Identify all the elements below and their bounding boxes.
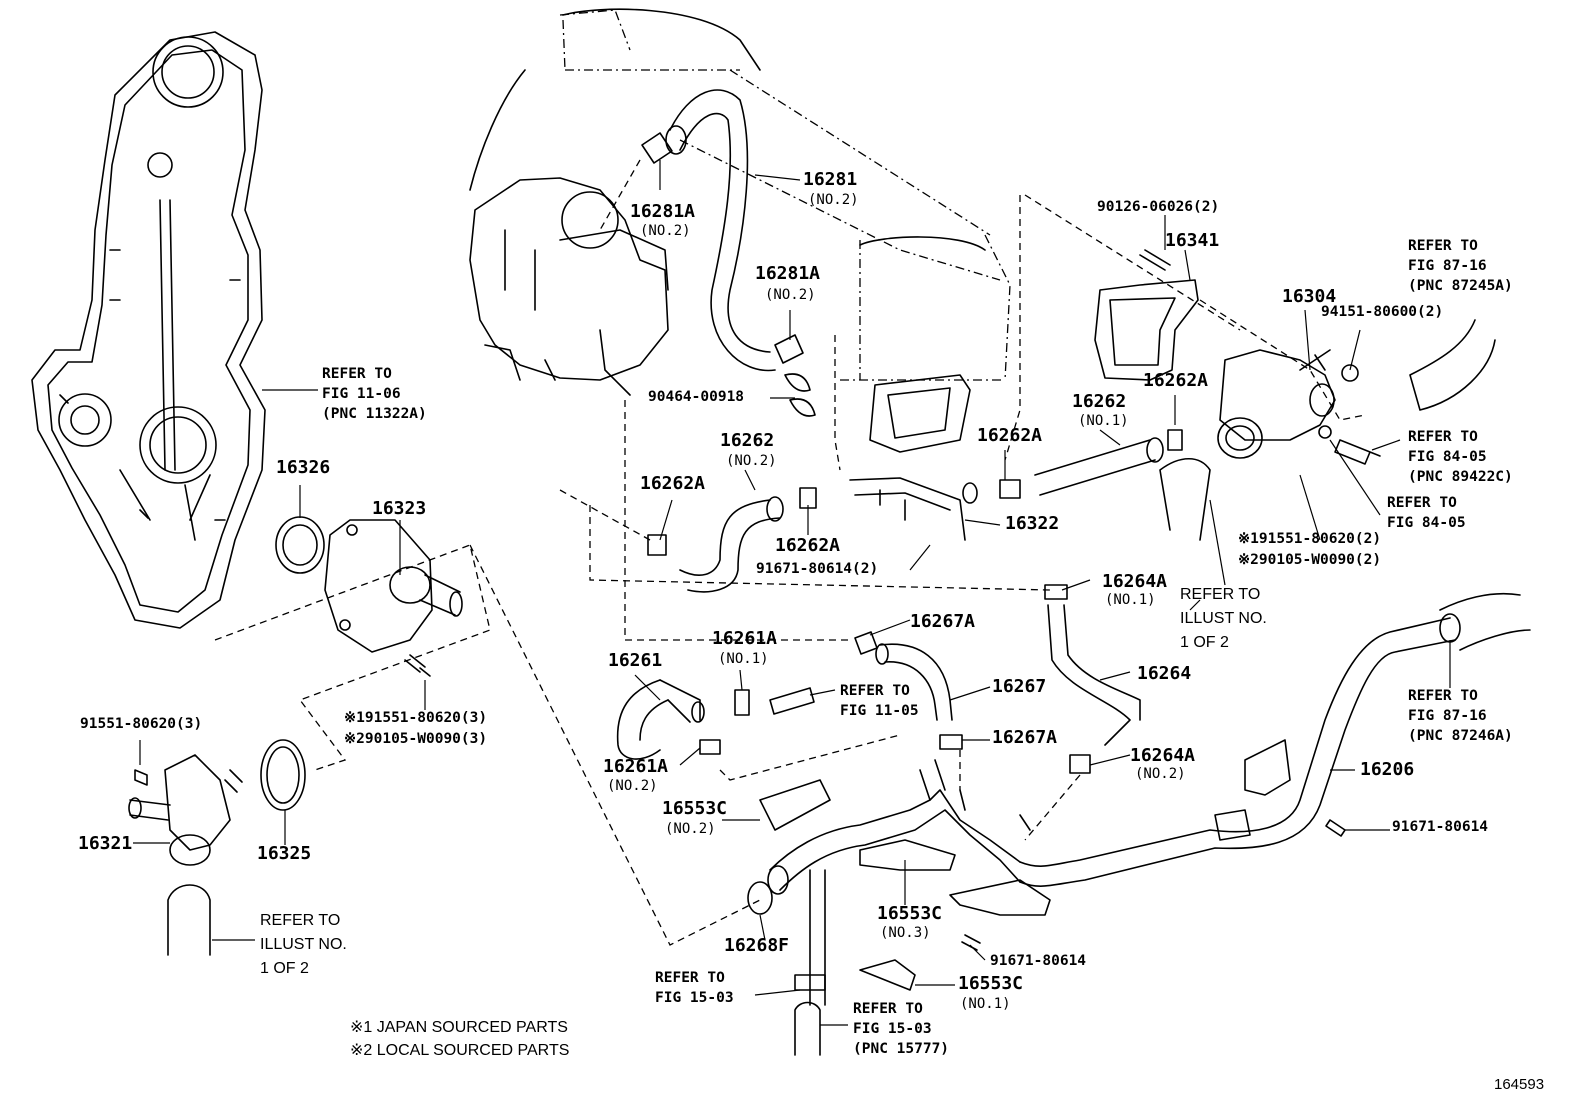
- hose-refer-8716b: [1439, 592, 1531, 651]
- label-16262-no2: 16262: [720, 430, 775, 451]
- label-16341: 16341: [1165, 230, 1220, 251]
- note-japan-sourced: ※1 JAPAN SOURCED PARTS: [350, 1019, 568, 1036]
- label-16261A-a-sub: (NO.1): [718, 651, 769, 667]
- label-16264A-b: 16264A: [1130, 745, 1196, 766]
- label-16264A-a: 16264A: [1102, 571, 1168, 592]
- outlet-16321: [128, 754, 243, 866]
- label-16267A-b: 16267A: [992, 727, 1058, 748]
- label-16304: 16304: [1282, 286, 1337, 307]
- label-16553C-no2: 16553C: [662, 798, 728, 819]
- label-16262A-c: 16262A: [977, 425, 1043, 446]
- label-16553C-no1: 16553C: [958, 973, 1024, 994]
- label-16264: 16264: [1137, 663, 1192, 684]
- label-16553C-no2-sub: (NO.2): [665, 821, 716, 837]
- label-90464-00918: 90464-00918: [648, 389, 745, 405]
- label-16206: 16206: [1360, 759, 1415, 780]
- label-91671-80614-2: 91671-80614(2): [756, 561, 879, 577]
- label-ast1-91551-80620-3: ※191551-80620(3): [344, 710, 488, 726]
- label-16281-sub: (NO.2): [808, 192, 859, 208]
- label-16281A-a-sub: (NO.2): [640, 223, 691, 239]
- label-16322: 16322: [1005, 513, 1060, 534]
- clamps-16281A: [641, 132, 816, 417]
- label-16281A-b: 16281A: [755, 263, 821, 284]
- label-16325: 16325: [257, 843, 312, 864]
- hose-16261: [616, 679, 815, 760]
- hose-refer-8716a: [1409, 319, 1496, 411]
- label-16326: 16326: [276, 457, 331, 478]
- label-16267: 16267: [992, 676, 1047, 697]
- label-16262A-a: 16262A: [640, 473, 706, 494]
- pipe-refer-left: [167, 884, 211, 956]
- hose-refer-illust2: [1159, 457, 1211, 541]
- label-16262A-d: 16262A: [1143, 370, 1209, 391]
- label-ast2-90105-w0090-2: ※290105-W0090(2): [1238, 552, 1382, 568]
- label-16281A-b-sub: (NO.2): [765, 287, 816, 303]
- hose-16264: [1044, 584, 1141, 774]
- bolt-91551: [404, 654, 431, 677]
- label-16261A-b-sub: (NO.2): [607, 778, 658, 794]
- note-local-sourced: ※2 LOCAL SOURCED PARTS: [350, 1042, 570, 1059]
- label-16262-no2-sub: (NO.2): [726, 453, 777, 469]
- label-16261: 16261: [608, 650, 663, 671]
- label-16281A-a: 16281A: [630, 201, 696, 222]
- label-ast2-90105-w0090-3: ※290105-W0090(3): [344, 731, 488, 747]
- thermostat-16323: [324, 519, 463, 653]
- label-16281: 16281: [803, 169, 858, 190]
- diagram-number: 164593: [1494, 1076, 1545, 1093]
- leader-lines: [133, 160, 1451, 1026]
- label-16264A-b-sub: (NO.2): [1135, 766, 1186, 782]
- intake-sketch: [469, 177, 669, 396]
- hose-16281: [665, 89, 776, 372]
- label-16553C-no3: 16553C: [877, 903, 943, 924]
- label-ast1-91551-80620-2: ※191551-80620(2): [1238, 531, 1382, 547]
- label-16323: 16323: [372, 498, 427, 519]
- pipe-16322: [849, 477, 1021, 541]
- engine-block-outline: [469, 8, 1011, 381]
- label-16553C-no1-sub: (NO.1): [960, 996, 1011, 1012]
- label-16264A-a-sub: (NO.1): [1105, 592, 1156, 608]
- pipe-16206: [1019, 613, 1461, 887]
- label-16553C-no3-sub: (NO.3): [880, 925, 931, 941]
- label-16262-no1-sub: (NO.1): [1078, 413, 1129, 429]
- label-16267A-a: 16267A: [910, 611, 976, 632]
- label-90126-06026: 90126-06026(2): [1097, 199, 1220, 215]
- gasket-16325: [260, 739, 306, 811]
- label-16262A-b: 16262A: [775, 535, 841, 556]
- gasket-center: [869, 374, 971, 453]
- hose-16262-no2: [647, 487, 817, 593]
- label-16261A-a: 16261A: [712, 628, 778, 649]
- label-91671-80614-a: 91671-80614: [1392, 819, 1489, 835]
- label-16261A-b: 16261A: [603, 756, 669, 777]
- assembly-dash-lines: [214, 159, 1366, 946]
- label-91671-80614-b: 91671-80614: [990, 953, 1087, 969]
- label-94151-80600: 94151-80600(2): [1321, 304, 1444, 320]
- hose-16267: [854, 631, 963, 750]
- timing-cover-drawing: [31, 31, 266, 629]
- label-91551-80620-3: 91551-80620(3): [80, 716, 203, 732]
- label-16262-no1: 16262: [1072, 391, 1127, 412]
- hose-16262-no1: [1034, 429, 1183, 496]
- label-16268F: 16268F: [724, 935, 790, 956]
- pipe-assembly-center: [747, 759, 1051, 1056]
- label-16321: 16321: [78, 833, 133, 854]
- gasket-16341: [1094, 249, 1199, 381]
- housing-16304: [1217, 349, 1381, 465]
